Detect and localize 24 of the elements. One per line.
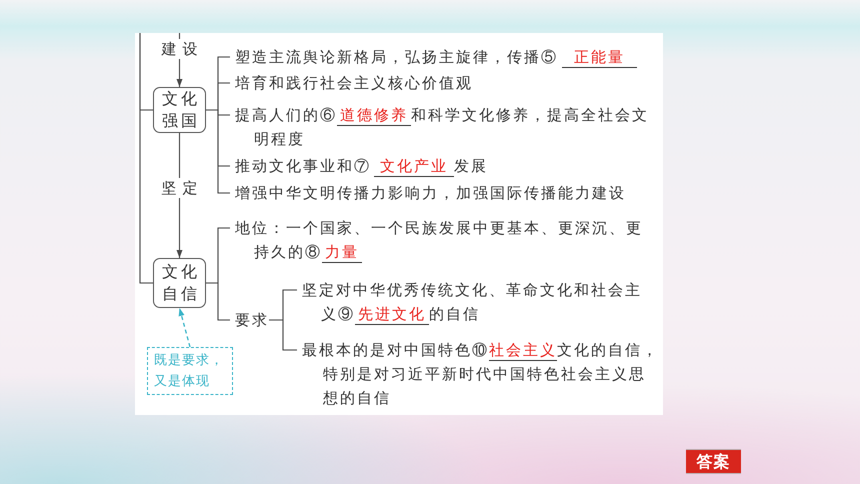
fill-in-line: 力量 <box>322 243 362 263</box>
fill-in-line: 先进文化 <box>355 305 429 325</box>
answer-button: 答案 <box>686 449 741 474</box>
branch-label: 要求 <box>230 308 269 332</box>
list-item-text: 塑造主流舆论新格局，弘扬主旋律，传播⑤ 正能量 <box>230 45 655 69</box>
fill-in-line: 正能量 <box>562 48 637 68</box>
dashed-arrow <box>178 308 191 348</box>
connector-line <box>206 282 230 321</box>
list-item-text: 提高人们的⑥ 道德修养 和科学文化修养，提高全社会文明程度 <box>230 103 655 151</box>
list-item-text: 最根本的是对中国特色⑩社会主义文化的自信，特别是对习近平新时代中国特色社会主义思想的自信 <box>297 338 660 410</box>
list-item-text: 培育和践行社会主义核心价值观 <box>230 71 655 95</box>
fill-in-line: 文化产业 <box>374 157 454 177</box>
dashed-note-box: 既是要求，又是体现 <box>147 347 233 395</box>
list-item-text: 推动文化事业和⑦ 文化产业 发展 <box>230 154 655 178</box>
list-item-text: 增强中华文明传播力影响力，加强国际传播能力建设 <box>230 181 655 205</box>
connector-line <box>139 33 153 284</box>
connector-line <box>206 109 230 194</box>
fill-in-line: 社会主义 <box>489 341 557 361</box>
concept-box: 文化强国 <box>153 87 206 133</box>
connector-line <box>269 319 297 351</box>
list-item-text: 坚定对中华优秀传统文化、革命文化和社会主义⑨ 先进文化 的自信 <box>297 278 655 326</box>
fill-in-line: 道德修养 <box>337 106 411 126</box>
concept-box: 文化自信 <box>153 258 206 308</box>
list-item-text: 地位：一个国家、一个民族发展中更基本、更深沉、更持久的⑧ 力量 <box>230 216 655 264</box>
